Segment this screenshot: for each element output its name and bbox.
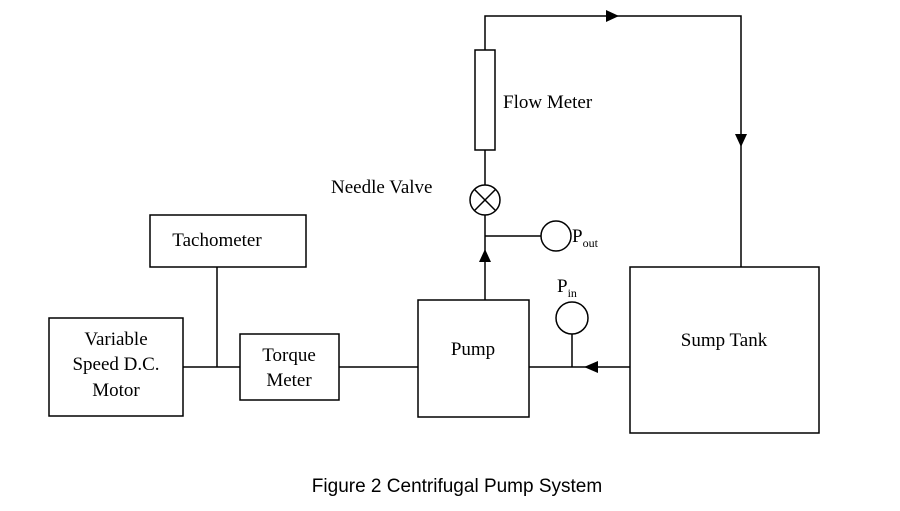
tachometer-box [149, 214, 307, 268]
p-out-label: Pout [572, 226, 599, 250]
motor-label-line3: Motor [92, 380, 140, 401]
figure-caption: Figure 2 Centrifugal Pump System [312, 476, 602, 497]
torque-meter-box [239, 333, 340, 401]
p-in-gauge-icon [555, 301, 589, 335]
return-line [484, 15, 742, 301]
flow-meter-tube [474, 49, 496, 151]
return-flow-arrow-down [735, 134, 747, 147]
pump-box [417, 299, 530, 418]
needle-valve-icon [469, 184, 501, 216]
torque-meter-label-line2: Meter [266, 370, 312, 391]
torque-meter-label-line1: Torque [262, 345, 316, 366]
p-in-subscript: in [568, 286, 577, 300]
pump-label: Pump [451, 339, 495, 360]
flow-meter-label: Flow Meter [503, 92, 593, 113]
tachometer-label: Tachometer [172, 230, 262, 251]
suction-flow-arrow [584, 361, 598, 373]
motor-label-line1: Variable [84, 329, 147, 350]
discharge-flow-arrow [479, 249, 491, 262]
p-in-main: P [557, 276, 568, 297]
motor-box [48, 317, 184, 417]
p-out-subscript: out [583, 236, 599, 250]
sump-tank-label: Sump Tank [681, 330, 768, 351]
p-out-main: P [572, 226, 583, 247]
sump-tank-box [629, 266, 820, 434]
motor-label-line2: Speed D.C. [72, 354, 159, 375]
p-out-gauge-icon [540, 220, 572, 252]
return-flow-arrow-top [606, 10, 619, 22]
needle-valve-label: Needle Valve [331, 177, 432, 198]
p-in-label: Pin [557, 276, 577, 300]
